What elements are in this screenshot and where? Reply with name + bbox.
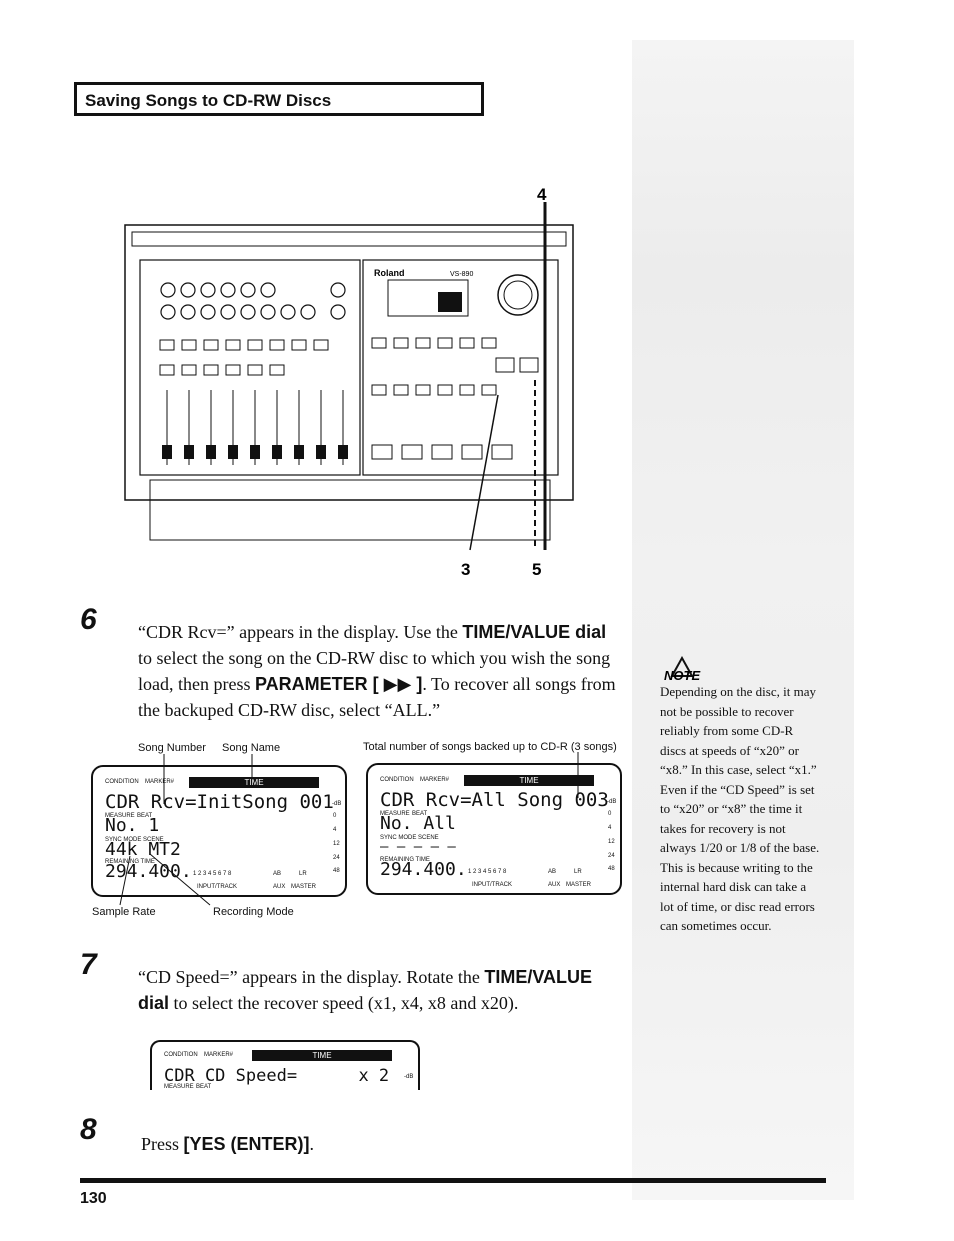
lcd2-channels: 1 2 3 4 5 6 7 8 xyxy=(468,869,507,875)
lcd2-m24: 24 xyxy=(608,853,615,859)
lcd2-time-bar: TIME xyxy=(464,775,594,786)
step-6-parameter-ref: PARAMETER [ ▶▶ ] xyxy=(254,674,423,694)
lcd2-line3: — — — — — xyxy=(380,839,456,855)
lcd1-time-bar: TIME xyxy=(189,777,319,788)
lcd3-time-bar: TIME xyxy=(252,1050,392,1061)
lcd1-aux: AUX xyxy=(273,884,286,890)
panel-model: VS-890 xyxy=(450,271,473,278)
lcd2-master: MASTER xyxy=(566,882,592,888)
step-8-text-a: Press xyxy=(141,1134,184,1154)
lcd1-measure: MEASURE xyxy=(105,813,135,819)
callout-5: 5 xyxy=(532,560,541,579)
callout-4: 4 xyxy=(537,185,547,204)
step-6-text-a: “CDR Rcv=” appears in the display. Use t… xyxy=(138,622,463,642)
time-value-dial xyxy=(497,274,539,316)
lcd1-channels: 1 2 3 4 5 6 7 8 xyxy=(193,871,232,877)
lcd1-line3: 44k MT2 xyxy=(105,839,181,860)
step-8-yes-enter-ref: [YES (ENTER)] xyxy=(183,1134,310,1154)
lcd2-lr: LR xyxy=(574,869,582,875)
step-6-text-b: to select the song on the CD-RW disc to … xyxy=(138,648,611,694)
section-title: Saving Songs to CD-RW Discs xyxy=(85,91,332,110)
lcd3-condition: CONDITION xyxy=(164,1052,198,1058)
step-7-text-a: “CD Speed=” appears in the display. Rota… xyxy=(138,967,485,987)
lcd1-line2: No. 1 xyxy=(105,815,160,836)
lcd2-aux: AUX xyxy=(548,882,561,888)
lcd1-condition: CONDITION xyxy=(105,779,139,785)
lcd1-m4: 4 xyxy=(333,827,337,833)
lcd3-db: -dB xyxy=(404,1074,414,1080)
step-6-dial-ref: TIME/VALUE dial xyxy=(462,622,607,642)
lcd3-measure: MEASURE xyxy=(164,1084,194,1090)
step-8-number: 8 xyxy=(80,1113,97,1146)
lcd1-pointer-lines xyxy=(119,754,253,906)
lcd2-marker: MARKER# xyxy=(420,777,450,783)
step-7-dial-ref: TIME/VALUE dial xyxy=(138,967,593,1013)
lcd3-marker: MARKER# xyxy=(204,1052,234,1058)
label-recording-mode: Recording Mode xyxy=(213,906,294,918)
lcd2-db: -dB xyxy=(607,799,617,805)
lcd1-scene: SCENE xyxy=(143,837,164,843)
lcd1-m0: 0 xyxy=(333,813,337,819)
lcd1-remaining: REMAINING TIME xyxy=(105,859,155,865)
callout-3: 3 xyxy=(461,560,470,579)
note-text: Depending on the disc, it may not be pos… xyxy=(660,684,820,933)
note-label: NOTE xyxy=(664,668,700,682)
lcd2-m48: 48 xyxy=(608,866,615,872)
lcd1-input-track: INPUT/TRACK xyxy=(197,884,238,890)
footer-rule xyxy=(80,1178,826,1183)
step-6-text-c: . To recover all songs from the backuped… xyxy=(138,674,616,720)
lcd3-beat: BEAT xyxy=(196,1084,212,1090)
step-6-number: 6 xyxy=(80,603,97,636)
step-7-number: 7 xyxy=(80,948,97,981)
lcd2-m4: 4 xyxy=(608,825,612,831)
step-8-text: Press [YES (ENTER)]. xyxy=(141,1131,626,1157)
lcd2-line1: CDR Rcv=All Song 003 xyxy=(380,789,609,811)
lcd2-condition: CONDITION xyxy=(380,777,414,783)
lcd1-m48: 48 xyxy=(333,868,340,874)
lcd1-db: -dB xyxy=(332,801,342,807)
step-7-text-b: to select the recover speed (x1, x4, x8 … xyxy=(169,993,519,1013)
lcd3-line1: CDR CD Speed= x 2 xyxy=(164,1066,390,1086)
device-illustration: Roland VS-890 4 3 5 xyxy=(124,185,574,579)
lcd-display-all: CONDITION MARKER# TIME CDR Rcv=All Song … xyxy=(366,763,622,895)
lcd1-ab: AB xyxy=(273,871,282,877)
lcd1-line1: CDR Rcv=InitSong 001 xyxy=(105,791,334,813)
panel-brand: Roland xyxy=(374,268,405,278)
lcd1-m24: 24 xyxy=(333,855,340,861)
lcd2-input-track: INPUT/TRACK xyxy=(472,882,513,888)
margin-background xyxy=(632,40,854,1200)
lcd2-beat: BEAT xyxy=(412,811,428,817)
step-7-text: “CD Speed=” appears in the display. Rota… xyxy=(138,964,623,1016)
label-song-number: Song Number xyxy=(138,742,206,754)
lcd2-scene: SCENE xyxy=(418,835,439,841)
lcd2-ab: AB xyxy=(548,869,557,875)
lcd-display-song: CONDITION MARKER# TIME CDR Rcv=InitSong … xyxy=(91,765,347,897)
step-8-text-b: . xyxy=(309,1134,315,1154)
lcd2-measure: MEASURE xyxy=(380,811,410,817)
label-sample-rate: Sample Rate xyxy=(92,906,156,918)
lcd2-pointer-line xyxy=(577,752,579,798)
lcd1-m12: 12 xyxy=(333,841,340,847)
section-header: Saving Songs to CD-RW Discs xyxy=(74,82,484,116)
label-total-songs: Total number of songs backed up to CD-R … xyxy=(363,741,617,753)
lcd2-remaining: REMAINING TIME xyxy=(380,857,430,863)
lcd2-line2: No. All xyxy=(380,813,456,834)
lcd1-line4: 294.400. xyxy=(105,861,192,882)
note-icon: NOTE xyxy=(660,655,704,687)
lcd2-m12: 12 xyxy=(608,839,615,845)
step-6-text: “CDR Rcv=” appears in the display. Use t… xyxy=(138,619,623,723)
label-song-name: Song Name xyxy=(222,742,281,754)
lcd1-master: MASTER xyxy=(291,884,317,890)
lcd2-sync-mode: SYNC MODE xyxy=(380,835,417,841)
lcd1-beat: BEAT xyxy=(137,813,153,819)
page-number: 130 xyxy=(80,1190,107,1207)
lcd1-marker: MARKER# xyxy=(145,779,175,785)
lcd2-line4: 294.400. xyxy=(380,859,467,880)
lcd2-m0: 0 xyxy=(608,811,612,817)
lcd1-sync-mode: SYNC MODE xyxy=(105,837,142,843)
lcd1-lr: LR xyxy=(299,871,307,877)
lcd-display-speed: CONDITION MARKER# TIME CDR CD Speed= x 2… xyxy=(150,1040,420,1090)
